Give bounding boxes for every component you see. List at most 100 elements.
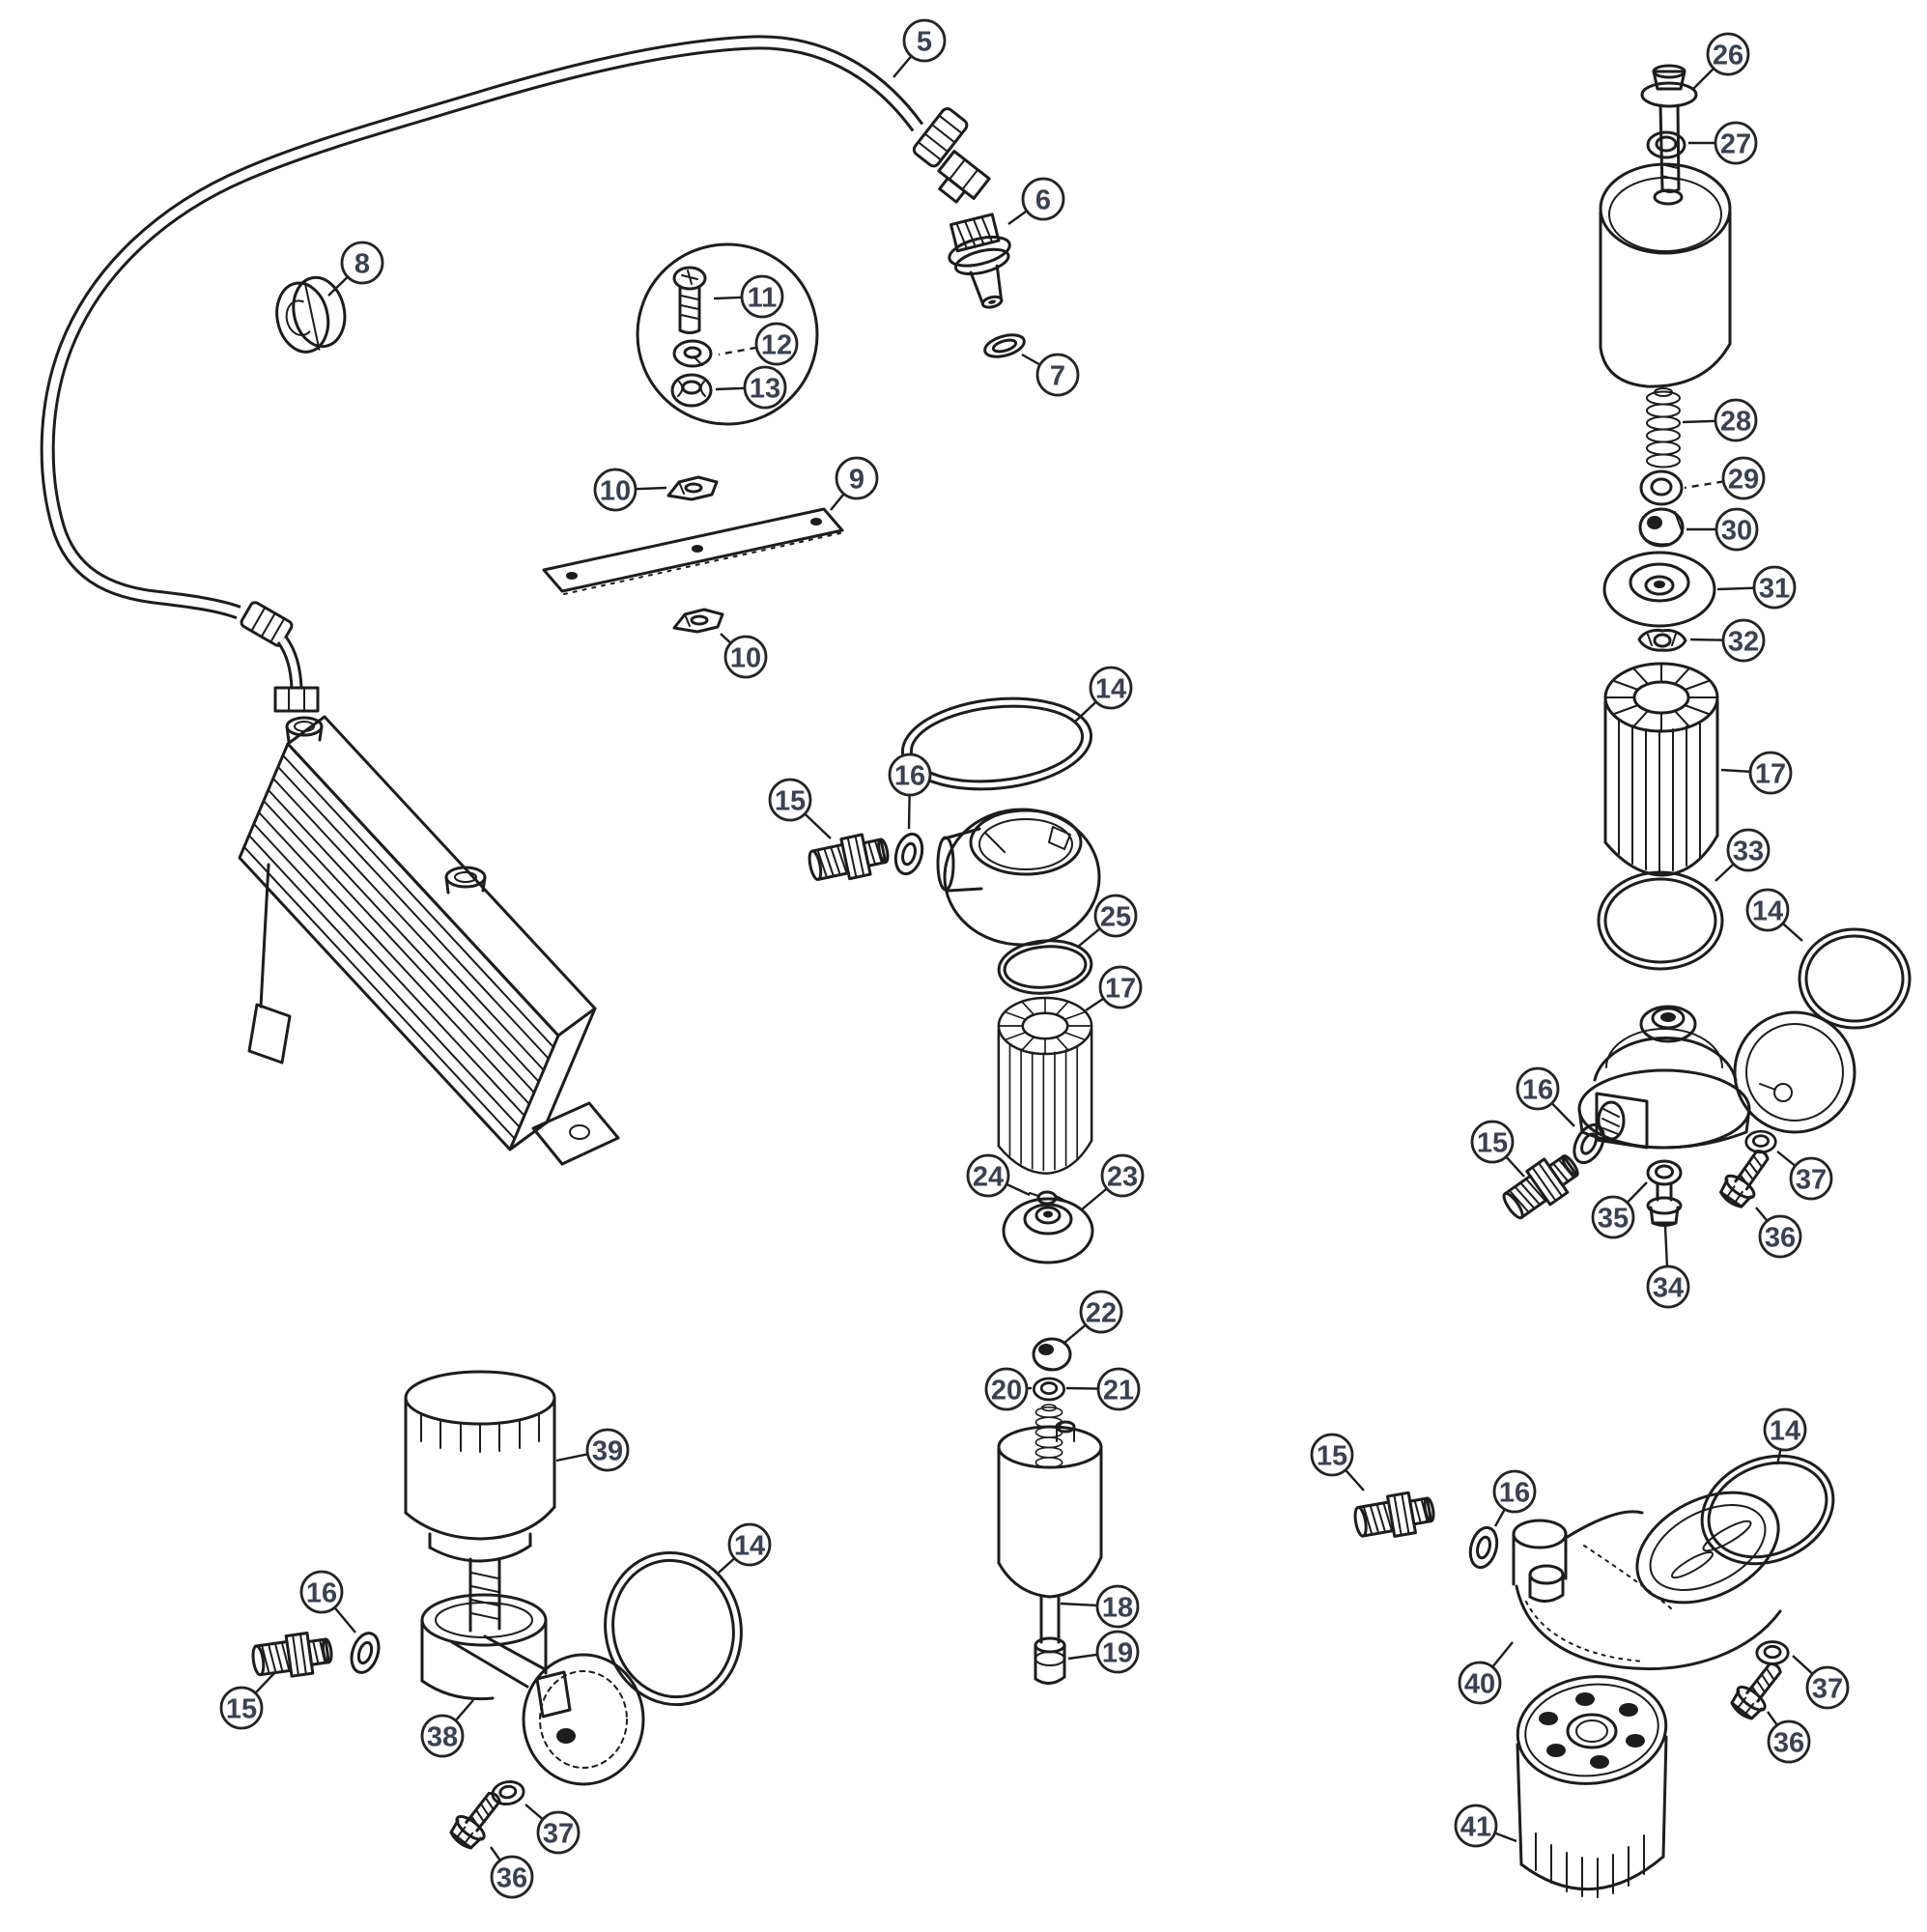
callout-balloon <box>1721 456 1766 500</box>
bolt-11 <box>672 266 707 334</box>
callout-balloon <box>1714 398 1758 442</box>
leader-line <box>1692 68 1714 90</box>
callout-number: 37 <box>543 1818 574 1849</box>
callout-number: 36 <box>496 1862 527 1893</box>
adapter-union-15-center <box>805 828 893 888</box>
leader-line <box>1494 1832 1517 1843</box>
callout-balloon <box>1726 828 1771 872</box>
leader-line <box>1085 997 1105 1011</box>
callout-number: 27 <box>1720 128 1751 159</box>
leader-line <box>1007 210 1028 225</box>
callout-balloon <box>490 1855 534 1899</box>
callout-24-retaining-clip: 24 <box>966 1153 1031 1198</box>
leader-line <box>804 812 832 839</box>
leader-line <box>1021 353 1041 366</box>
leader-line <box>907 794 911 830</box>
callout-22-nut: 22 <box>1063 1290 1123 1344</box>
leader-line <box>720 633 732 644</box>
callout-33-sealing-ring: 33 <box>1714 828 1771 882</box>
hose-union-nut <box>937 150 991 204</box>
leader-line <box>635 486 667 491</box>
callout-balloon <box>585 1428 630 1472</box>
callout-number: 15 <box>775 785 806 816</box>
callout-balloon <box>1021 177 1065 221</box>
callout-balloon <box>1706 32 1750 76</box>
callout-38-filter-head: 38 <box>420 1699 474 1758</box>
callout-10-retaining-clip: 10 <box>720 633 768 679</box>
callout-balloon <box>299 1570 344 1614</box>
center-filter-assembly <box>805 696 1103 1685</box>
callout-number: 6 <box>1035 185 1051 215</box>
callout-number: 36 <box>1773 1727 1804 1758</box>
callout-16-sealing-washer: 16 <box>1492 1469 1537 1527</box>
callout-number: 29 <box>1728 464 1759 495</box>
callout-number: 35 <box>1598 1203 1629 1234</box>
callout-number: 25 <box>1100 901 1131 932</box>
nut-22 <box>1032 1337 1072 1372</box>
callout-balloon <box>1745 888 1790 932</box>
washer-29 <box>1639 469 1684 506</box>
callout-number: 32 <box>1728 626 1759 657</box>
callout-32-clip: 32 <box>1689 618 1766 663</box>
callout-20-spring: 20 <box>984 1367 1033 1411</box>
hose-elbow-nut <box>273 686 320 713</box>
callout-10-retaining-clip: 10 <box>593 468 667 512</box>
callout-30-nut: 30 <box>1686 507 1759 552</box>
callout-number: 17 <box>1105 973 1136 1004</box>
callout-14-o-ring: 14 <box>718 1522 772 1574</box>
callout-11-bolt: 11 <box>713 274 784 319</box>
callout-balloon <box>754 322 799 366</box>
callout-balloon <box>1714 507 1759 552</box>
callout-balloon <box>1100 1153 1145 1198</box>
callout-balloon <box>1454 1804 1498 1848</box>
callout-balloon <box>219 1686 264 1730</box>
callout-balloon <box>340 241 384 285</box>
callout-16-sealing-washer: 16 <box>888 753 932 830</box>
filter-canister-26 <box>1599 162 1732 388</box>
leader-line <box>1714 863 1735 882</box>
o-ring-14-bottom-right <box>1700 1454 1835 1566</box>
callout-number: 13 <box>750 373 780 404</box>
leader-line <box>1073 700 1097 724</box>
callout-number: 14 <box>1752 895 1783 926</box>
leader-line <box>1775 1449 1782 1465</box>
washer-21 <box>1032 1377 1066 1402</box>
leader-line <box>718 346 757 356</box>
o-ring-14-right <box>1798 927 1912 1030</box>
nut-30 <box>1638 507 1685 548</box>
filter-bowl <box>936 808 1101 947</box>
callout-17-filter-element: 17 <box>1085 965 1143 1011</box>
callout-15-adapter-union: 15 <box>1470 1120 1525 1178</box>
leader-line <box>1081 1187 1108 1210</box>
sealing-washer-7 <box>983 333 1026 358</box>
leader-line <box>333 1606 356 1634</box>
leader-line <box>1063 1323 1087 1344</box>
callout-15-adapter-union: 15 <box>1310 1433 1365 1492</box>
callout-9-mounting-strip: 9 <box>830 456 879 511</box>
callout-balloon <box>1492 1469 1537 1514</box>
washer-27 <box>1646 130 1686 159</box>
leader-line <box>1781 923 1803 942</box>
callout-number: 10 <box>600 475 631 506</box>
callout-7-sealing-washer: 7 <box>1021 353 1080 397</box>
filter-canister-18 <box>997 1420 1103 1685</box>
callout-balloon <box>902 18 947 63</box>
callout-14-o-ring: 14 <box>1073 666 1133 724</box>
spring-20 <box>1034 1404 1063 1468</box>
callout-14-o-ring: 14 <box>1745 888 1803 942</box>
callout-number: 37 <box>1796 1164 1827 1195</box>
leader-line <box>830 493 845 511</box>
callout-number: 12 <box>761 329 792 360</box>
callout-15-adapter-union: 15 <box>768 778 832 839</box>
callout-12-spring-washer: 12 <box>718 322 799 366</box>
callout-balloon <box>593 468 638 512</box>
callout-number: 28 <box>1720 406 1751 437</box>
hose-lower-ferrule <box>240 601 294 647</box>
callout-balloon <box>1758 1214 1802 1259</box>
nut-13 <box>670 373 713 408</box>
leader-line <box>454 1699 474 1721</box>
pressure-plate-23 <box>1002 1197 1094 1264</box>
callout-16-sealing-washer: 16 <box>299 1570 356 1634</box>
